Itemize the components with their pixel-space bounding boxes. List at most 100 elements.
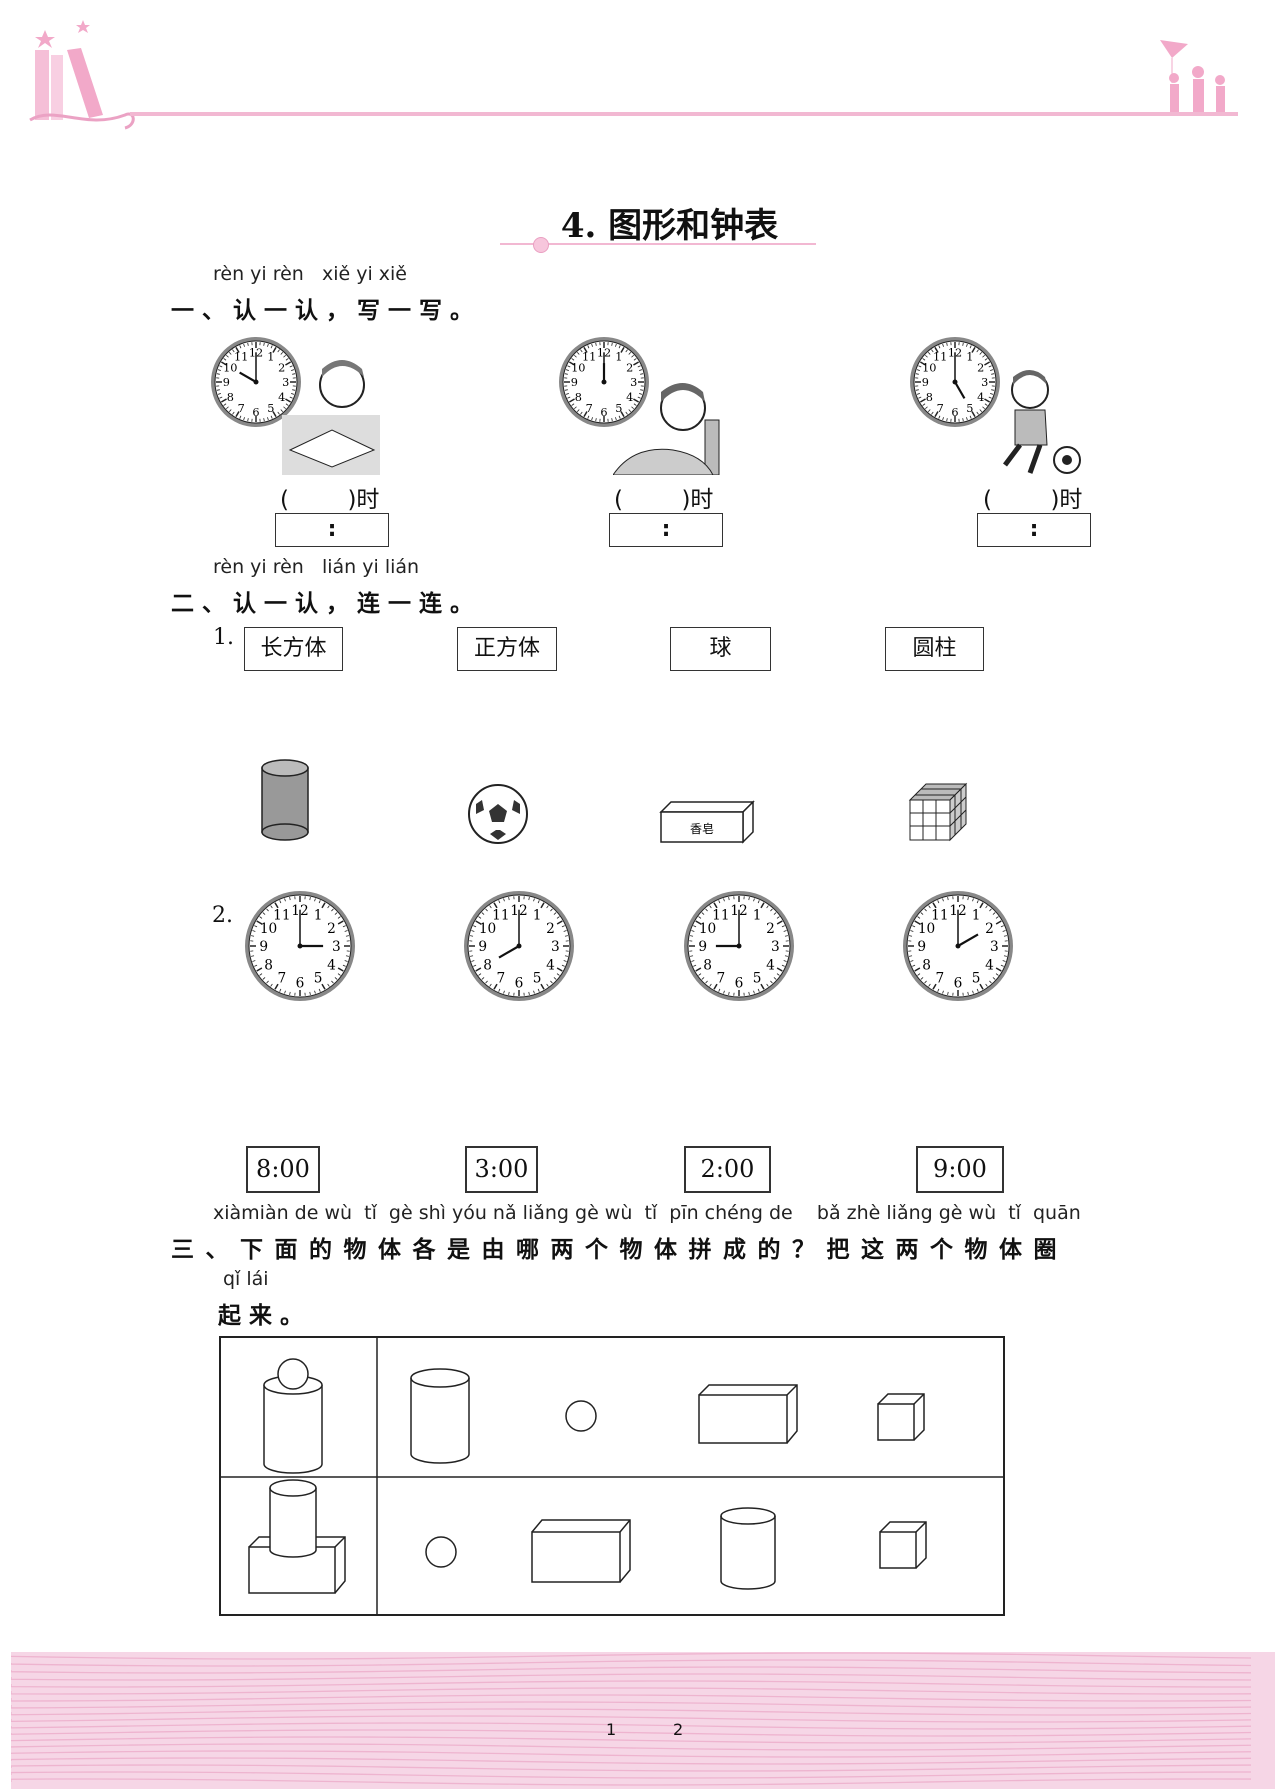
clock-tick xyxy=(533,898,535,902)
clock-tick xyxy=(280,352,284,355)
clock-tick xyxy=(270,905,273,909)
clock-tick xyxy=(625,411,628,415)
clock-tick xyxy=(563,960,567,962)
clock-tick xyxy=(625,349,628,353)
rubiks-cube-icon[interactable] xyxy=(908,782,970,842)
section3-heading2: 起来。 xyxy=(218,1303,311,1329)
footer-wave-line xyxy=(11,1687,1252,1695)
clock-tick xyxy=(633,358,637,361)
clock-tick xyxy=(922,358,926,361)
clock-tick xyxy=(690,955,694,957)
clock-tick xyxy=(327,983,330,987)
hour-hand xyxy=(954,381,966,399)
clock-tick xyxy=(925,406,928,410)
soap-box-icon[interactable]: 香皂 xyxy=(659,800,755,846)
clock-numeral: 4 xyxy=(766,957,775,973)
clock-tick xyxy=(922,403,926,406)
clock-tick xyxy=(574,406,577,410)
clock-tick xyxy=(709,905,712,909)
clock-numeral: 1 xyxy=(615,351,622,364)
title-dot xyxy=(533,237,549,253)
option-cuboid xyxy=(698,1384,798,1444)
clock-tick xyxy=(266,980,269,984)
clock-numeral: 7 xyxy=(277,971,286,987)
footer-wave-line xyxy=(11,1750,1252,1758)
clock-tick xyxy=(309,991,311,995)
clock-tick xyxy=(556,920,563,925)
clock-tick xyxy=(937,988,940,992)
clock-tick xyxy=(345,935,349,937)
time-answer-box[interactable]: : xyxy=(977,513,1091,547)
clock-tick xyxy=(251,935,255,937)
clock-tick xyxy=(910,930,914,932)
time-label[interactable]: 3:00 xyxy=(465,1146,538,1193)
soccer-ball-icon[interactable] xyxy=(466,782,530,846)
time-label[interactable]: 9:00 xyxy=(916,1146,1004,1193)
clock-tick xyxy=(279,988,282,992)
clock-tick xyxy=(924,908,927,912)
clock-tick xyxy=(910,960,914,962)
clock-tick xyxy=(942,417,944,421)
clock-tick xyxy=(982,354,985,358)
clock-numeral: 9 xyxy=(223,376,230,389)
clock-tick xyxy=(984,403,988,406)
time-answer-box[interactable]: : xyxy=(275,513,389,547)
clock-tick xyxy=(992,912,996,915)
clock-tick xyxy=(263,418,265,422)
clock-tick xyxy=(232,349,235,353)
clock-tick xyxy=(331,908,334,912)
clock-numeral: 11 xyxy=(492,908,509,924)
clock-numeral: 8 xyxy=(483,957,492,973)
clock-tick xyxy=(995,916,999,919)
clock-tick xyxy=(701,977,705,980)
time-answer-box[interactable]: : xyxy=(609,513,723,547)
shape-label-sphere[interactable]: 球 xyxy=(670,627,771,671)
clock-tick xyxy=(915,389,919,391)
clock-tick xyxy=(291,393,295,395)
clock-tick xyxy=(280,409,284,412)
clock-tick xyxy=(946,342,948,346)
clock-tick xyxy=(321,983,326,990)
clock-tick xyxy=(966,417,968,421)
children-kite-icon xyxy=(1160,40,1225,112)
clock-tick xyxy=(289,396,293,399)
clock-tick xyxy=(757,988,760,992)
clock-tick xyxy=(770,980,773,984)
clock-tick xyxy=(713,983,718,990)
clock-numeral: 10 xyxy=(479,921,496,937)
shape-label-cuboid[interactable]: 长方体 xyxy=(244,627,343,671)
time-label[interactable]: 2:00 xyxy=(684,1146,771,1193)
clock-tick xyxy=(989,980,992,984)
clock-tick xyxy=(475,920,482,925)
shape-label-cylinder[interactable]: 圆柱 xyxy=(885,627,984,671)
clock-tick xyxy=(267,417,269,421)
clock-tick xyxy=(587,415,590,419)
clock-tick xyxy=(637,365,641,368)
clock-numeral: 9 xyxy=(478,939,487,955)
cylinder-can-icon[interactable] xyxy=(258,758,314,843)
clock-tick xyxy=(748,991,750,995)
clock-tick xyxy=(563,930,567,932)
section2-heading: 二、认一认，连一连。 xyxy=(171,591,481,617)
clock-tick xyxy=(314,898,316,902)
clock-numeral: 4 xyxy=(626,391,633,404)
clock-numeral: 6 xyxy=(735,975,744,991)
clock-numeral: 11 xyxy=(712,908,729,924)
time-label[interactable]: 8:00 xyxy=(246,1146,320,1193)
clock-tick xyxy=(481,912,485,915)
clock-tick xyxy=(342,964,346,967)
clock-tick xyxy=(267,343,269,347)
footer-wave-line xyxy=(11,1764,1252,1772)
clock-tick xyxy=(932,983,937,990)
clock-tick xyxy=(277,349,280,353)
clock-tick xyxy=(337,916,341,919)
clock-tick xyxy=(784,955,788,957)
shape-label-cube[interactable]: 正方体 xyxy=(457,627,557,671)
clock-tick xyxy=(540,983,545,990)
clock-tick xyxy=(781,925,785,928)
shapes-table xyxy=(219,1336,1005,1616)
option-cuboid xyxy=(531,1519,631,1583)
clock-tick xyxy=(1003,935,1007,937)
clock-tick xyxy=(263,342,265,346)
